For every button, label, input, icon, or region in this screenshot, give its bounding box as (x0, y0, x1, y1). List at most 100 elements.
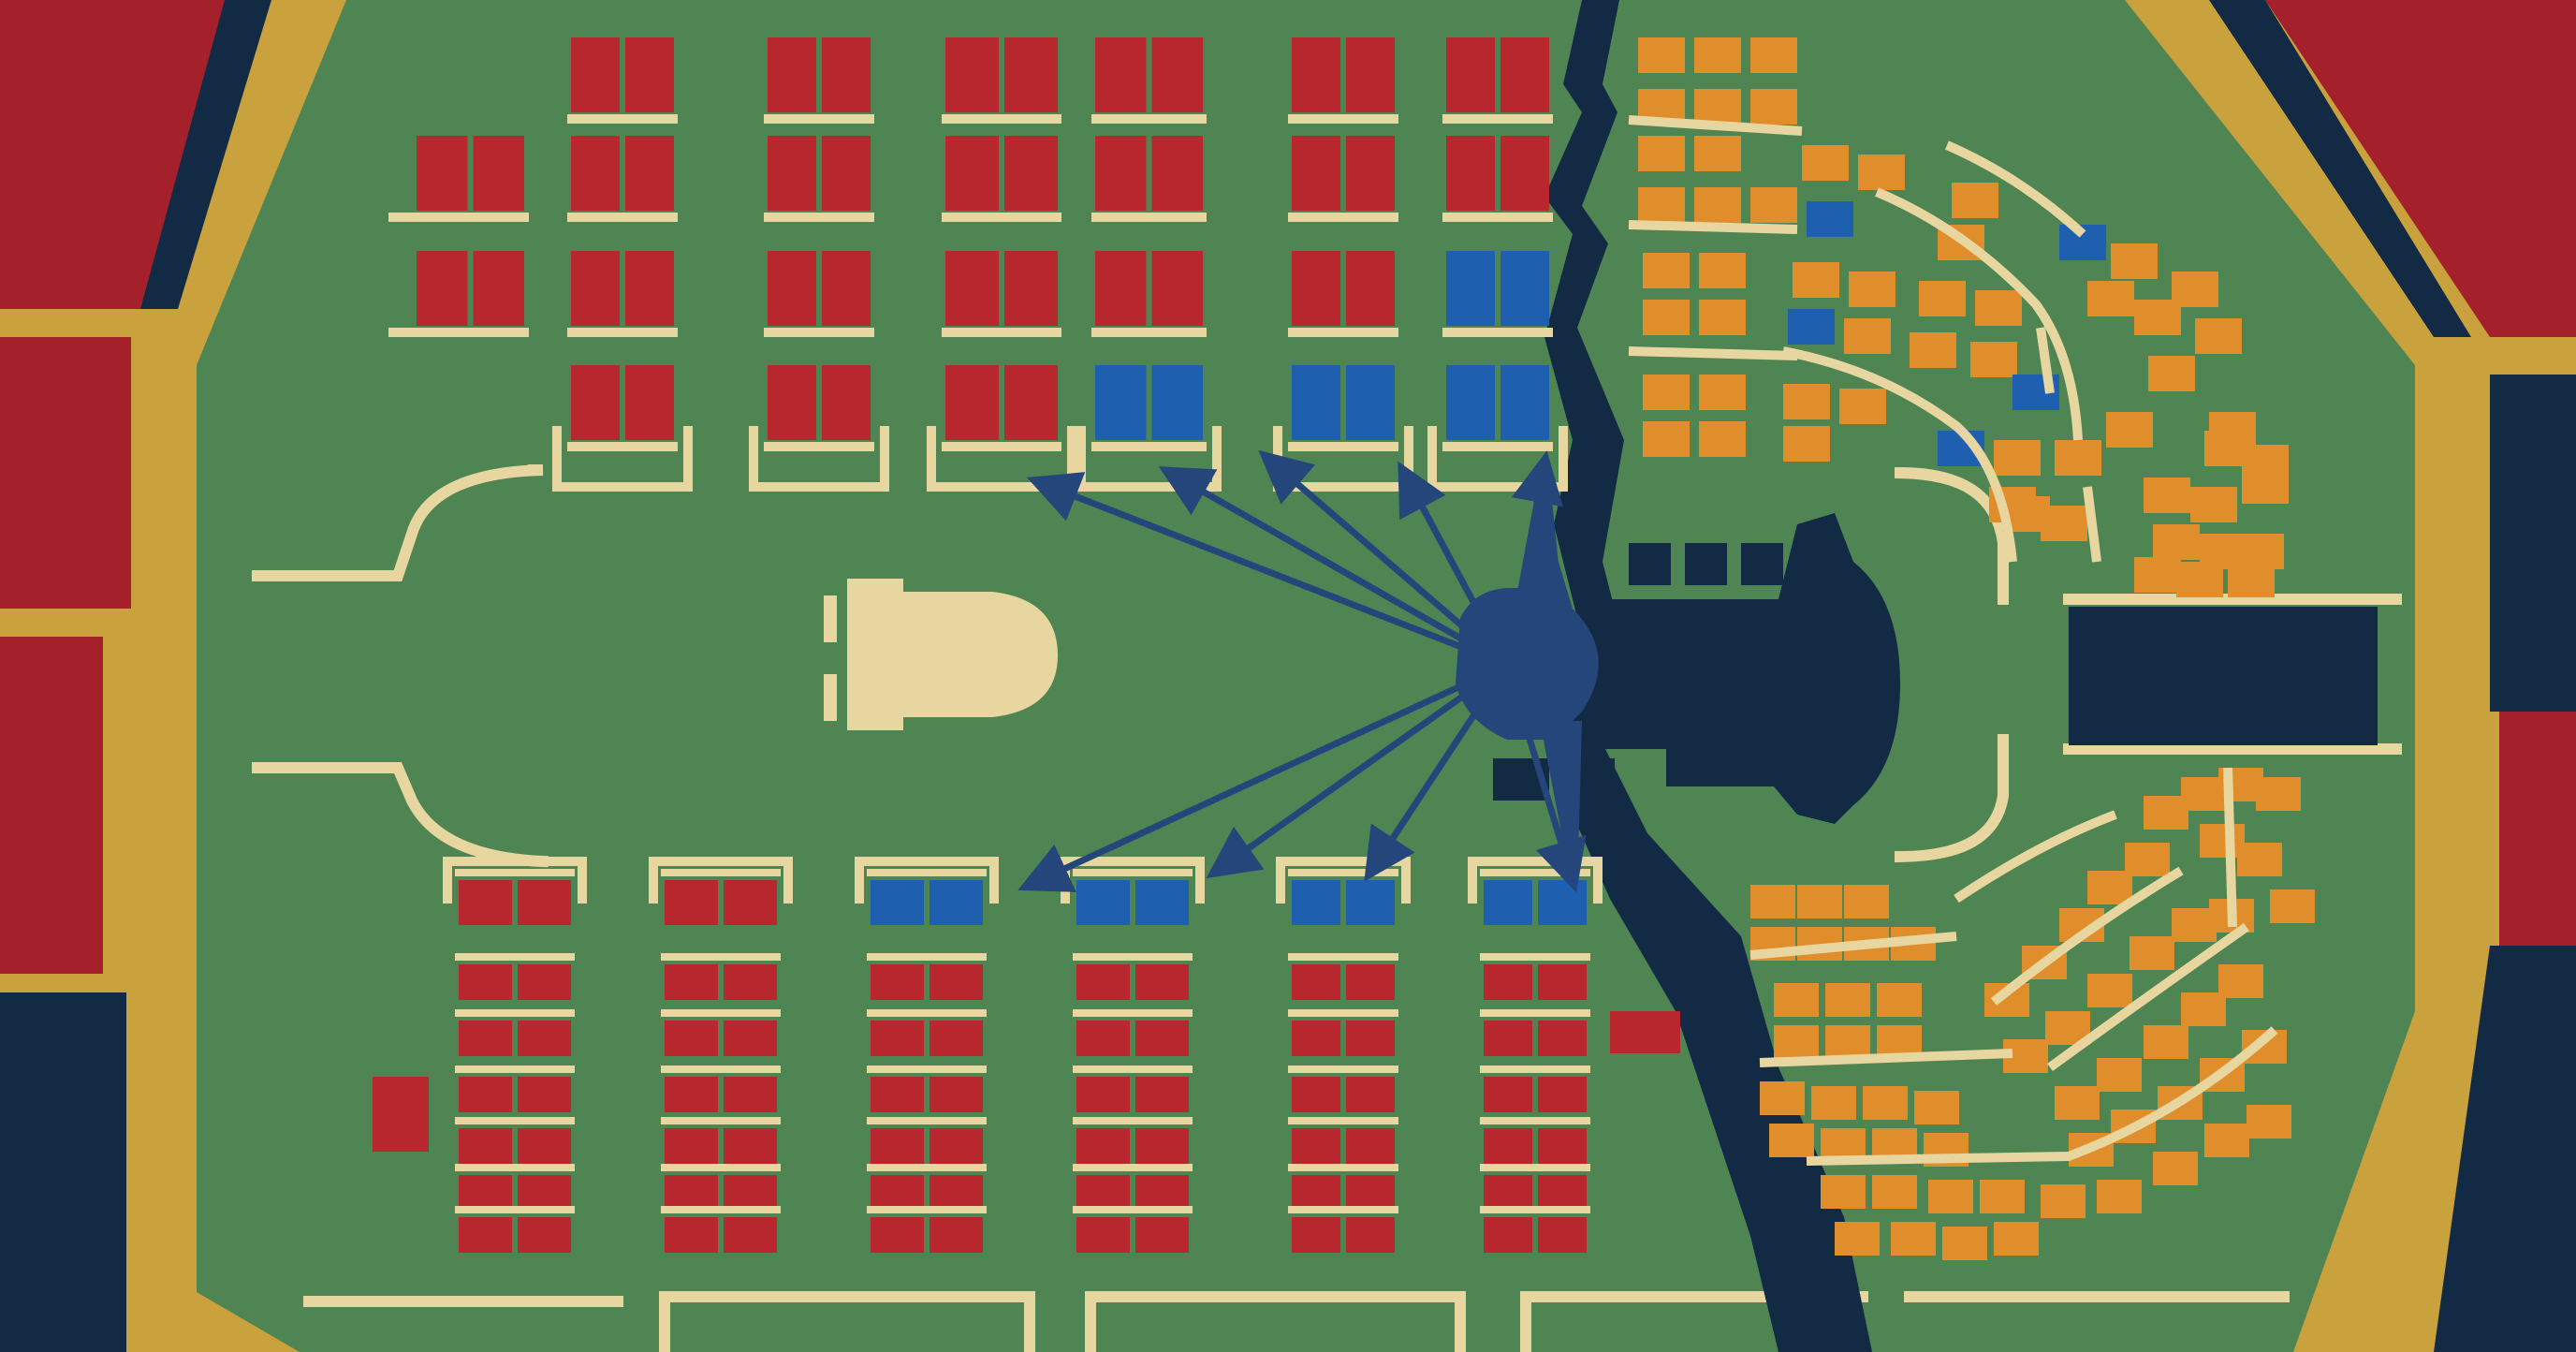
seat[interactable] (1346, 1077, 1395, 1112)
seat[interactable] (2144, 478, 2190, 513)
seat[interactable] (518, 1128, 571, 1164)
seat[interactable] (665, 880, 718, 925)
seat[interactable] (1004, 251, 1058, 326)
seat[interactable] (768, 136, 816, 211)
seat[interactable] (724, 1175, 777, 1211)
seat[interactable] (1484, 1021, 1532, 1056)
seat[interactable] (1095, 136, 1147, 211)
seat[interactable] (1292, 964, 1340, 1000)
seat[interactable] (2087, 281, 2134, 316)
seat[interactable] (665, 964, 718, 1000)
seat[interactable] (1346, 964, 1395, 1000)
seat[interactable] (2204, 1124, 2249, 1157)
seat[interactable] (1135, 1077, 1189, 1112)
seat[interactable] (459, 964, 512, 1000)
seat[interactable] (1538, 1175, 1587, 1211)
seat[interactable] (724, 880, 777, 925)
seat[interactable] (1694, 187, 1741, 223)
seat[interactable] (1638, 136, 1685, 171)
seat[interactable] (929, 1175, 983, 1211)
seat[interactable] (665, 1175, 718, 1211)
seat[interactable] (1699, 253, 1746, 288)
seat[interactable] (459, 1021, 512, 1056)
seat[interactable] (1538, 1128, 1587, 1164)
seat[interactable] (1797, 885, 1842, 918)
seat[interactable] (1750, 885, 1795, 918)
seat[interactable] (929, 964, 983, 1000)
seat[interactable] (1750, 187, 1797, 223)
highlighted-seat[interactable] (1346, 365, 1395, 440)
seat[interactable] (571, 251, 620, 326)
seat[interactable] (1769, 1124, 1814, 1157)
seat[interactable] (2097, 1180, 2142, 1213)
seat[interactable] (1135, 1128, 1189, 1164)
seat[interactable] (665, 1217, 718, 1253)
seat[interactable] (518, 1217, 571, 1253)
seat[interactable] (724, 1128, 777, 1164)
highlighted-seat[interactable] (871, 880, 924, 925)
seat[interactable] (2153, 524, 2200, 560)
seat[interactable] (1760, 1081, 1805, 1115)
highlighted-seat[interactable] (1151, 365, 1204, 440)
seat[interactable] (1004, 365, 1058, 440)
seat[interactable] (1346, 1175, 1395, 1211)
seat[interactable] (1811, 1086, 1856, 1120)
seat[interactable] (1484, 1128, 1532, 1164)
seat[interactable] (459, 1217, 512, 1253)
seat[interactable] (1858, 154, 1905, 190)
seat[interactable] (1151, 251, 1204, 326)
seat[interactable] (1292, 251, 1340, 326)
seat[interactable] (871, 1217, 924, 1253)
seat[interactable] (1643, 375, 1690, 410)
seat[interactable] (1076, 964, 1130, 1000)
seat[interactable] (1877, 983, 1922, 1017)
seat[interactable] (1151, 136, 1204, 211)
seat[interactable] (625, 365, 674, 440)
seat[interactable] (768, 365, 816, 440)
seat[interactable] (417, 136, 468, 211)
seat[interactable] (1095, 251, 1147, 326)
seat[interactable] (1538, 1021, 1587, 1056)
seat[interactable] (518, 1077, 571, 1112)
seat[interactable] (2130, 936, 2174, 970)
seat[interactable] (1970, 342, 2017, 377)
seat[interactable] (1952, 183, 1998, 218)
seat[interactable] (1004, 136, 1058, 211)
seat[interactable] (665, 1021, 718, 1056)
seat[interactable] (1292, 1021, 1340, 1056)
seat[interactable] (1699, 375, 1746, 410)
seat[interactable] (1446, 136, 1495, 211)
seat[interactable] (2097, 1058, 2142, 1092)
seat[interactable] (1980, 1180, 2025, 1213)
seat[interactable] (1292, 1175, 1340, 1211)
highlighted-seat[interactable] (1095, 365, 1147, 440)
seat[interactable] (1994, 440, 2041, 476)
seat[interactable] (929, 1217, 983, 1253)
seat[interactable] (2087, 974, 2132, 1007)
highlighted-seat[interactable] (1346, 880, 1395, 925)
seat[interactable] (1835, 1222, 1880, 1256)
seat[interactable] (2153, 1152, 2198, 1185)
seat[interactable] (1346, 37, 1395, 112)
seat[interactable] (1135, 964, 1189, 1000)
seat[interactable] (571, 37, 620, 112)
seat[interactable] (724, 1021, 777, 1056)
seat[interactable] (724, 1217, 777, 1253)
seat[interactable] (2176, 562, 2223, 597)
seat[interactable] (871, 1175, 924, 1211)
seat[interactable] (1699, 300, 1746, 335)
seat[interactable] (2209, 412, 2256, 448)
seat[interactable] (1942, 1227, 1987, 1260)
seat[interactable] (1694, 136, 1741, 171)
highlighted-seat[interactable] (1292, 880, 1340, 925)
seat[interactable] (1928, 1180, 1973, 1213)
seat[interactable] (1538, 1217, 1587, 1253)
highlighted-seat[interactable] (1500, 251, 1549, 326)
seat[interactable] (2218, 964, 2263, 998)
seat[interactable] (1135, 1175, 1189, 1211)
seat[interactable] (2055, 1086, 2100, 1120)
seat[interactable] (1346, 136, 1395, 211)
seat[interactable] (1500, 136, 1549, 211)
highlighted-seat[interactable] (1538, 880, 1587, 925)
seat[interactable] (1484, 1217, 1532, 1253)
